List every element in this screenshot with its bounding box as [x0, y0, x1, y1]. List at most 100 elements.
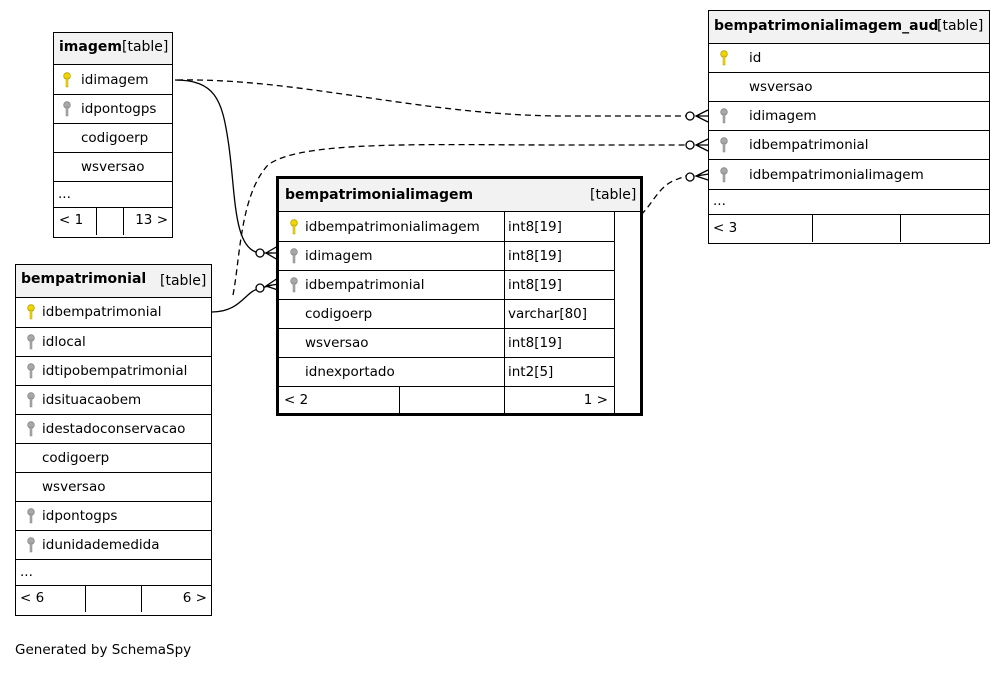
- divider: [504, 242, 505, 270]
- more-columns[interactable]: ...: [709, 190, 989, 215]
- column-row[interactable]: idnexportado int2[5]: [279, 358, 614, 387]
- divider: [504, 300, 505, 328]
- ellipsis: ...: [58, 186, 71, 202]
- column-type: varchar[80]: [508, 306, 588, 322]
- column-row[interactable]: codigoerp: [54, 124, 172, 153]
- table-footer: < 3: [709, 215, 989, 242]
- generated-by-footer: Generated by SchemaSpy: [15, 642, 192, 658]
- column-row[interactable]: wsversao: [709, 73, 989, 102]
- divider: [812, 215, 813, 242]
- more-columns[interactable]: ...: [54, 182, 172, 208]
- column-row[interactable]: idtipobempatrimonial: [16, 357, 211, 386]
- link-imagem-bempatrimonialimagem: [174, 79, 272, 254]
- table-name: bempatrimonialimagem: [285, 187, 474, 203]
- column-row[interactable]: idpontogps: [16, 502, 211, 531]
- table-footer: < 2 1 >: [279, 387, 614, 415]
- table-name: imagem: [59, 39, 122, 55]
- divider: [141, 586, 142, 612]
- ellipsis: ...: [20, 564, 33, 580]
- column-row[interactable]: idimagem int8[19]: [279, 242, 614, 271]
- table-footer: < 6 6 >: [16, 586, 211, 612]
- column-row[interactable]: idimagem: [709, 102, 989, 131]
- children-count[interactable]: 6 >: [182, 590, 207, 606]
- crowsfoot-aud-idbempatrimonialimagem: [685, 169, 710, 182]
- column-row[interactable]: wsversao: [16, 473, 211, 502]
- table-name: bempatrimonial: [21, 271, 147, 287]
- column-name: wsversao: [81, 159, 145, 175]
- column-name: idunidademedida: [42, 537, 160, 553]
- column-name: idlocal: [42, 334, 86, 350]
- parents-count[interactable]: < 2: [284, 392, 309, 408]
- column-row[interactable]: wsversao int8[19]: [279, 329, 614, 358]
- column-name: idimagem: [305, 248, 373, 264]
- foreign-key-icon: [720, 137, 728, 153]
- parents-count[interactable]: < 1: [59, 212, 84, 228]
- table-imagem[interactable]: imagem [table] idimagem idpontogps codig…: [53, 32, 173, 238]
- foreign-key-icon: [27, 508, 35, 524]
- primary-key-icon: [63, 72, 71, 88]
- primary-key-icon: [290, 219, 298, 235]
- column-row[interactable]: idlocal: [16, 328, 211, 357]
- divider: [900, 215, 901, 242]
- column-row[interactable]: codigoerp varchar[80]: [279, 300, 614, 329]
- link-bempatrimonial-aud: [232, 143, 686, 296]
- column-row[interactable]: idpontogps: [54, 95, 172, 124]
- table-header: bempatrimonial [table]: [16, 265, 211, 298]
- column-name: wsversao: [42, 479, 106, 495]
- foreign-key-icon: [27, 421, 35, 437]
- column-name: idpontogps: [81, 101, 157, 117]
- column-name: idtipobempatrimonial: [42, 363, 188, 379]
- foreign-key-icon: [63, 101, 71, 117]
- foreign-key-icon: [27, 392, 35, 408]
- column-row[interactable]: idbempatrimonialimagem int8[19]: [279, 212, 614, 242]
- table-name: bempatrimonialimagem_aud: [714, 18, 939, 34]
- primary-key-icon: [27, 304, 35, 320]
- column-row[interactable]: idestadoconservacao: [16, 415, 211, 444]
- parents-count[interactable]: < 6: [20, 590, 45, 606]
- column-row[interactable]: idbempatrimonial: [709, 131, 989, 160]
- children-count[interactable]: 13 >: [135, 212, 168, 228]
- crowsfoot-aud-idbempatrimonial: [685, 138, 709, 152]
- table-kind: [table]: [937, 18, 984, 34]
- parents-count[interactable]: < 3: [713, 220, 738, 236]
- table-header: imagem [table]: [54, 33, 172, 65]
- column-name: wsversao: [305, 335, 369, 351]
- column-name: idbempatrimonialimagem: [749, 167, 924, 183]
- column-name: idbempatrimonial: [305, 277, 425, 293]
- column-row[interactable]: wsversao: [54, 153, 172, 182]
- column-row[interactable]: idbempatrimonial: [16, 298, 211, 328]
- column-name: idimagem: [81, 72, 149, 88]
- table-bempatrimonialimagem-aud[interactable]: bempatrimonialimagem_aud [table] id wsve…: [708, 10, 990, 244]
- column-name: idbempatrimonial: [749, 137, 869, 153]
- children-count[interactable]: 1 >: [583, 392, 608, 408]
- table-footer: < 1 13 >: [54, 208, 172, 235]
- foreign-key-icon: [720, 108, 728, 124]
- columns-grid: idbempatrimonialimagem int8[19] idimagem…: [279, 212, 615, 415]
- divider: [399, 387, 400, 415]
- foreign-key-icon: [290, 248, 298, 264]
- column-row[interactable]: idsituacaobem: [16, 386, 211, 415]
- column-name: codigoerp: [305, 306, 373, 322]
- column-row[interactable]: idimagem: [54, 65, 172, 95]
- table-header: bempatrimonialimagem_aud [table]: [709, 11, 989, 44]
- crowsfoot-aud-idimagem: [685, 109, 709, 123]
- column-row[interactable]: codigoerp: [16, 444, 211, 473]
- foreign-key-icon: [720, 167, 728, 183]
- divider: [123, 208, 124, 235]
- table-bempatrimonial[interactable]: bempatrimonial [table] idbempatrimonial …: [15, 264, 212, 616]
- table-bempatrimonialimagem[interactable]: bempatrimonialimagem [table] idbempatrim…: [276, 176, 643, 416]
- primary-key-icon: [720, 50, 728, 66]
- column-row[interactable]: idbempatrimonial int8[19]: [279, 271, 614, 300]
- column-row[interactable]: id: [709, 44, 989, 73]
- divider: [504, 271, 505, 299]
- more-columns[interactable]: ...: [16, 560, 211, 586]
- column-row[interactable]: idunidademedida: [16, 531, 211, 560]
- table-kind: [table]: [160, 273, 207, 289]
- foreign-key-icon: [27, 537, 35, 553]
- column-row[interactable]: idbempatrimonialimagem: [709, 160, 989, 190]
- column-name: idestadoconservacao: [42, 421, 186, 437]
- table-kind: [table]: [590, 187, 637, 203]
- foreign-key-icon: [290, 277, 298, 293]
- column-name: idsituacaobem: [42, 392, 142, 408]
